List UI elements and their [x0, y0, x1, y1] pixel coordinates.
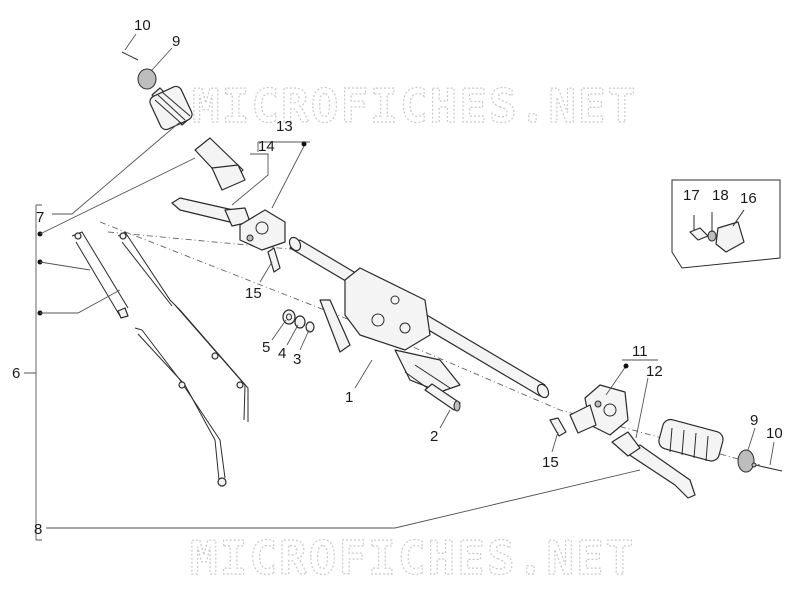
bolt-part-2	[424, 383, 461, 412]
bracket-6	[24, 204, 42, 541]
watermark-top: MICROFICHES.NET	[192, 79, 637, 133]
leader-6-a	[39, 261, 91, 271]
leader-6-b	[40, 289, 121, 314]
callout-8: 8	[34, 521, 42, 538]
callout-9-right: 9	[750, 412, 758, 429]
callout-2: 2	[430, 428, 438, 445]
left-master-cylinder	[239, 209, 286, 273]
throttle-cables	[71, 231, 249, 487]
leaders-3-4-5	[271, 319, 310, 351]
leader-10-right	[769, 441, 775, 466]
callout-12: 12	[646, 363, 663, 380]
callout-17: 17	[683, 187, 700, 204]
leader-9-right	[747, 427, 756, 451]
leader-9-top	[151, 47, 173, 71]
callout-10-right: 10	[766, 425, 783, 442]
handlebar	[288, 236, 550, 399]
callout-10-top: 10	[134, 17, 151, 34]
washers-3-4-5	[282, 309, 315, 333]
leader-10-top	[124, 33, 137, 51]
leader-12	[635, 377, 649, 439]
callout-5: 5	[262, 339, 270, 356]
callout-16: 16	[740, 190, 757, 207]
leader-2	[439, 409, 451, 429]
left-grip-assembly	[121, 51, 246, 191]
right-grip	[658, 418, 783, 473]
callout-14: 14	[258, 138, 275, 155]
leader-7-a	[39, 157, 196, 235]
callout-15-right: 15	[542, 454, 559, 471]
leader-15-right	[551, 431, 559, 453]
leader-15-left	[259, 261, 273, 283]
callout-15-left: 15	[245, 285, 262, 302]
leader-8	[46, 469, 641, 529]
right-master-cylinder	[549, 384, 629, 437]
left-brake-lever	[171, 197, 251, 227]
callout-1: 1	[345, 389, 353, 406]
callout-18: 18	[712, 187, 729, 204]
callout-9-top: 9	[172, 33, 180, 50]
leader-11	[605, 365, 627, 396]
callout-7: 7	[36, 209, 44, 226]
leader-7-b	[52, 121, 181, 215]
right-brake-lever	[611, 431, 696, 499]
watermark-bottom: MICROFICHES.NET	[190, 531, 635, 585]
callout-4: 4	[278, 345, 286, 362]
callout-11: 11	[632, 343, 648, 360]
callout-13: 13	[276, 118, 293, 135]
leader-1	[354, 359, 373, 389]
callout-3: 3	[293, 351, 301, 368]
callout-6: 6	[12, 365, 20, 382]
clamp-group-box	[671, 179, 781, 269]
leader-14	[231, 153, 269, 206]
